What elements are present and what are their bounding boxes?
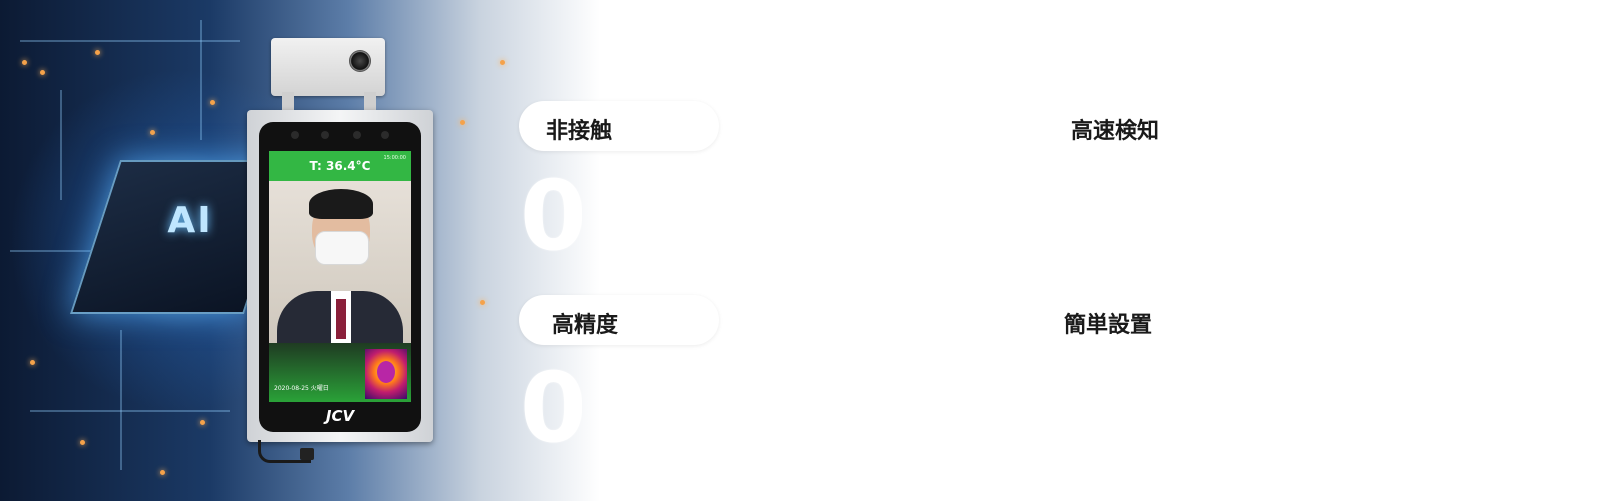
thermal-face [377,361,395,383]
circuit-light [30,360,35,365]
thermal-camera-module [271,38,385,96]
sensor-icon [291,131,299,139]
screen-clock: 15:00:00 [383,155,406,161]
circuit-light [80,440,85,445]
feature-number-3: 03 [520,360,582,446]
circuit-trace [120,330,122,470]
circuit-trace [20,40,240,42]
screen-footer: 2020-08-25 火曜日 [269,343,411,402]
circuit-trace [30,410,230,412]
device-bezel: T: 36.4°C 15:00:00 2020-08-25 火曜日 JCV [259,122,421,432]
circuit-light [500,60,505,65]
thermal-image-thumbnail [365,349,407,399]
circuit-light [40,70,45,75]
feature-title-easy-install: 簡単設置 [1064,313,1153,338]
circuit-light [160,470,165,475]
screen-header: T: 36.4°C 15:00:00 [269,151,411,181]
brand-logo: JCV [325,407,355,425]
power-cable [258,440,311,463]
circuit-light [200,420,205,425]
face-mask [315,231,369,265]
person-tie [336,299,346,339]
temperature-readout: T: 36.4°C [309,159,371,173]
camera-lens-icon [349,50,371,72]
sensor-icon [321,131,329,139]
feature-title-high-accuracy: 高精度 [552,313,619,338]
feature-title-contactless: 非接触 [546,119,613,144]
feature-pill-high-accuracy [519,295,719,345]
circuit-light [22,60,27,65]
circuit-trace [60,90,62,200]
screen-date: 2020-08-25 火曜日 [274,385,329,392]
face-camera-view [269,181,411,351]
circuit-light [95,50,100,55]
circuit-trace [200,20,202,140]
ai-chip-label: AI [167,200,213,241]
person-hair [309,189,373,219]
power-plug [300,448,314,460]
temperature-terminal: T: 36.4°C 15:00:00 2020-08-25 火曜日 JCV [247,110,433,442]
circuit-light [150,130,155,135]
circuit-light [460,120,465,125]
sensor-icon [381,131,389,139]
device-screen: T: 36.4°C 15:00:00 2020-08-25 火曜日 [269,151,411,402]
camera-bracket [282,92,294,114]
feature-number-1: 01 [520,168,582,254]
circuit-light [480,300,485,305]
sensor-icon [353,131,361,139]
circuit-trace [10,250,150,252]
feature-title-fast-detection: 高速検知 [1071,119,1160,144]
feature-pill-contactless [519,101,719,151]
circuit-light [210,100,215,105]
camera-bracket [364,92,376,114]
